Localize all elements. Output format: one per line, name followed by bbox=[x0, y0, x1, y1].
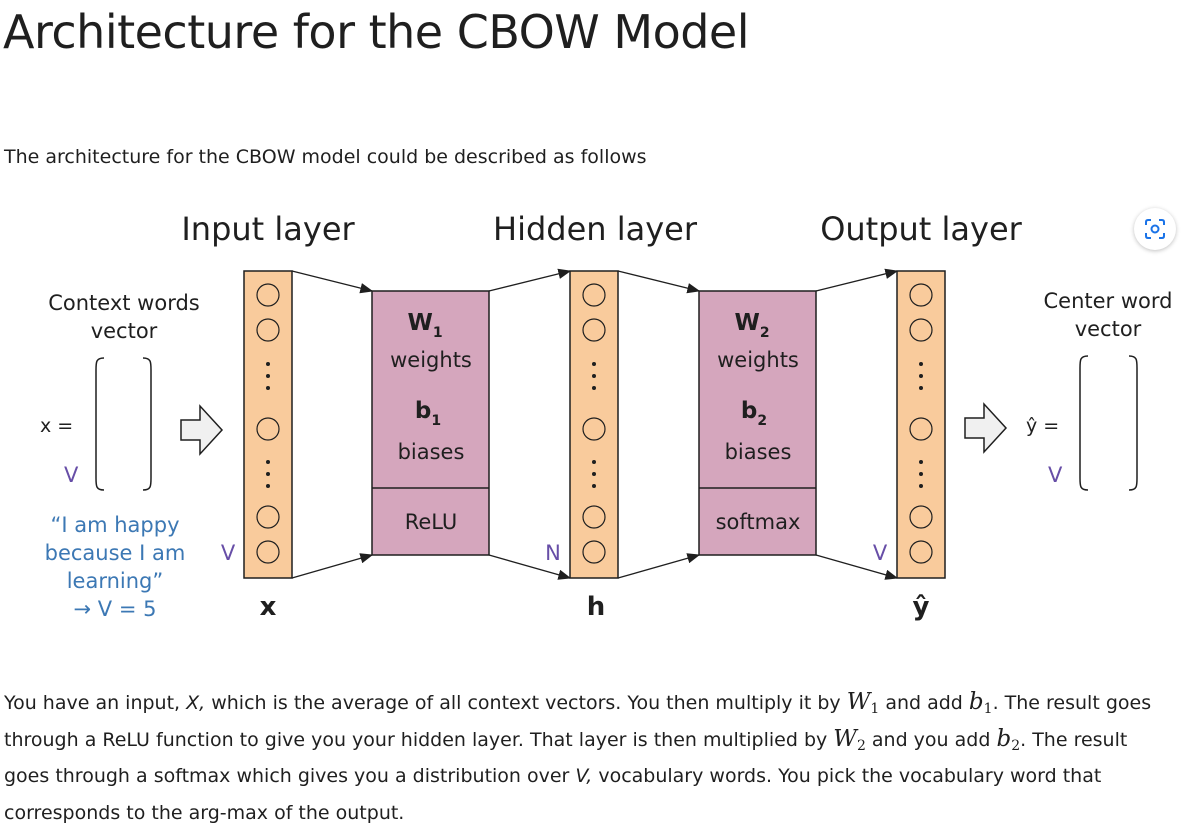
example-line2: because I am bbox=[45, 541, 186, 565]
context-vector-right-bracket bbox=[142, 357, 152, 491]
right-hollow-arrow bbox=[964, 402, 1008, 454]
x-equals-label: x = bbox=[40, 415, 73, 437]
page-title: Architecture for the CBOW Model bbox=[3, 5, 750, 59]
block2-biases-label: biases bbox=[725, 440, 792, 464]
y-hat-equals-label: ŷ = bbox=[1026, 415, 1059, 437]
hidden-var-label: h bbox=[587, 592, 606, 622]
block2-weights-label: weights bbox=[717, 348, 799, 372]
paragraph-line-2: through a ReLU function to give you your… bbox=[4, 726, 1128, 754]
edge-hidden-bottom bbox=[488, 554, 572, 580]
center-v-label: V bbox=[1048, 463, 1063, 487]
edge-input-top bbox=[291, 270, 374, 294]
example-line4: → V = 5 bbox=[74, 597, 157, 621]
block1-activation-label: ReLU bbox=[405, 510, 458, 534]
output-var-label: ŷ bbox=[913, 592, 930, 622]
focus-mode-button[interactable] bbox=[1134, 208, 1176, 250]
edge-block2-bottom bbox=[617, 553, 701, 579]
context-vector-left-bracket bbox=[95, 357, 105, 491]
b2-math: b2 bbox=[996, 726, 1021, 754]
input-dim-label: V bbox=[221, 541, 236, 565]
example-line1: “I am happy bbox=[50, 513, 179, 537]
paragraph-line-1: You have an input, X, which is the avera… bbox=[4, 689, 1152, 717]
hidden-vector bbox=[569, 270, 619, 579]
edge-output-top bbox=[815, 268, 899, 292]
focus-mode-icon bbox=[1145, 219, 1165, 239]
hidden-layer-title: Hidden layer bbox=[493, 210, 698, 248]
block1-weights-label: weights bbox=[390, 348, 472, 372]
edge-hidden-top bbox=[488, 268, 572, 292]
block2-b-label: b2 bbox=[741, 398, 767, 429]
block1-biases-label: biases bbox=[398, 440, 465, 464]
block1-w-label: W1 bbox=[407, 310, 442, 341]
output-layer-title: Output layer bbox=[820, 210, 1022, 248]
w2-math: W2 bbox=[833, 726, 866, 754]
block1-b-label: b1 bbox=[415, 398, 441, 429]
context-v-label: V bbox=[64, 463, 79, 487]
b1-math: b1 bbox=[968, 689, 993, 717]
block2-activation-label: softmax bbox=[716, 510, 801, 534]
paragraph-line-3: goes through a softmax which gives you a… bbox=[4, 765, 1102, 787]
explanation-paragraph: You have an input, X, which is the avera… bbox=[4, 684, 1185, 832]
edge-output-bottom bbox=[815, 554, 899, 580]
w1-math: W1 bbox=[846, 689, 880, 717]
weights-block-1 bbox=[371, 290, 490, 556]
paragraph-line-4: corresponds to the arg-max of the output… bbox=[4, 802, 405, 824]
center-vector-label-line1: Center word bbox=[1044, 289, 1173, 313]
center-vector-right-bracket bbox=[1128, 355, 1138, 491]
edge-input-bottom bbox=[291, 553, 374, 579]
block2-w-label: W2 bbox=[734, 310, 769, 341]
context-vector-label-line1: Context words bbox=[48, 291, 200, 315]
weights-block-2 bbox=[698, 290, 817, 556]
input-layer-title: Input layer bbox=[181, 210, 355, 248]
left-hollow-arrow bbox=[180, 404, 224, 456]
input-var-label: x bbox=[260, 592, 277, 622]
input-vector bbox=[243, 270, 293, 579]
center-vector-label-line2: vector bbox=[1075, 317, 1142, 341]
edge-block2-top bbox=[617, 270, 701, 294]
output-vector bbox=[896, 270, 946, 579]
center-vector-left-bracket bbox=[1079, 355, 1089, 491]
intro-text: The architecture for the CBOW model coul… bbox=[4, 146, 647, 168]
context-vector-label-line2: vector bbox=[91, 319, 158, 343]
output-dim-label: V bbox=[873, 541, 888, 565]
hidden-dim-label: N bbox=[545, 541, 561, 565]
example-line3: learning” bbox=[67, 569, 164, 593]
cbow-diagram: Input layer Hidden layer Output layer Co… bbox=[40, 210, 1173, 622]
